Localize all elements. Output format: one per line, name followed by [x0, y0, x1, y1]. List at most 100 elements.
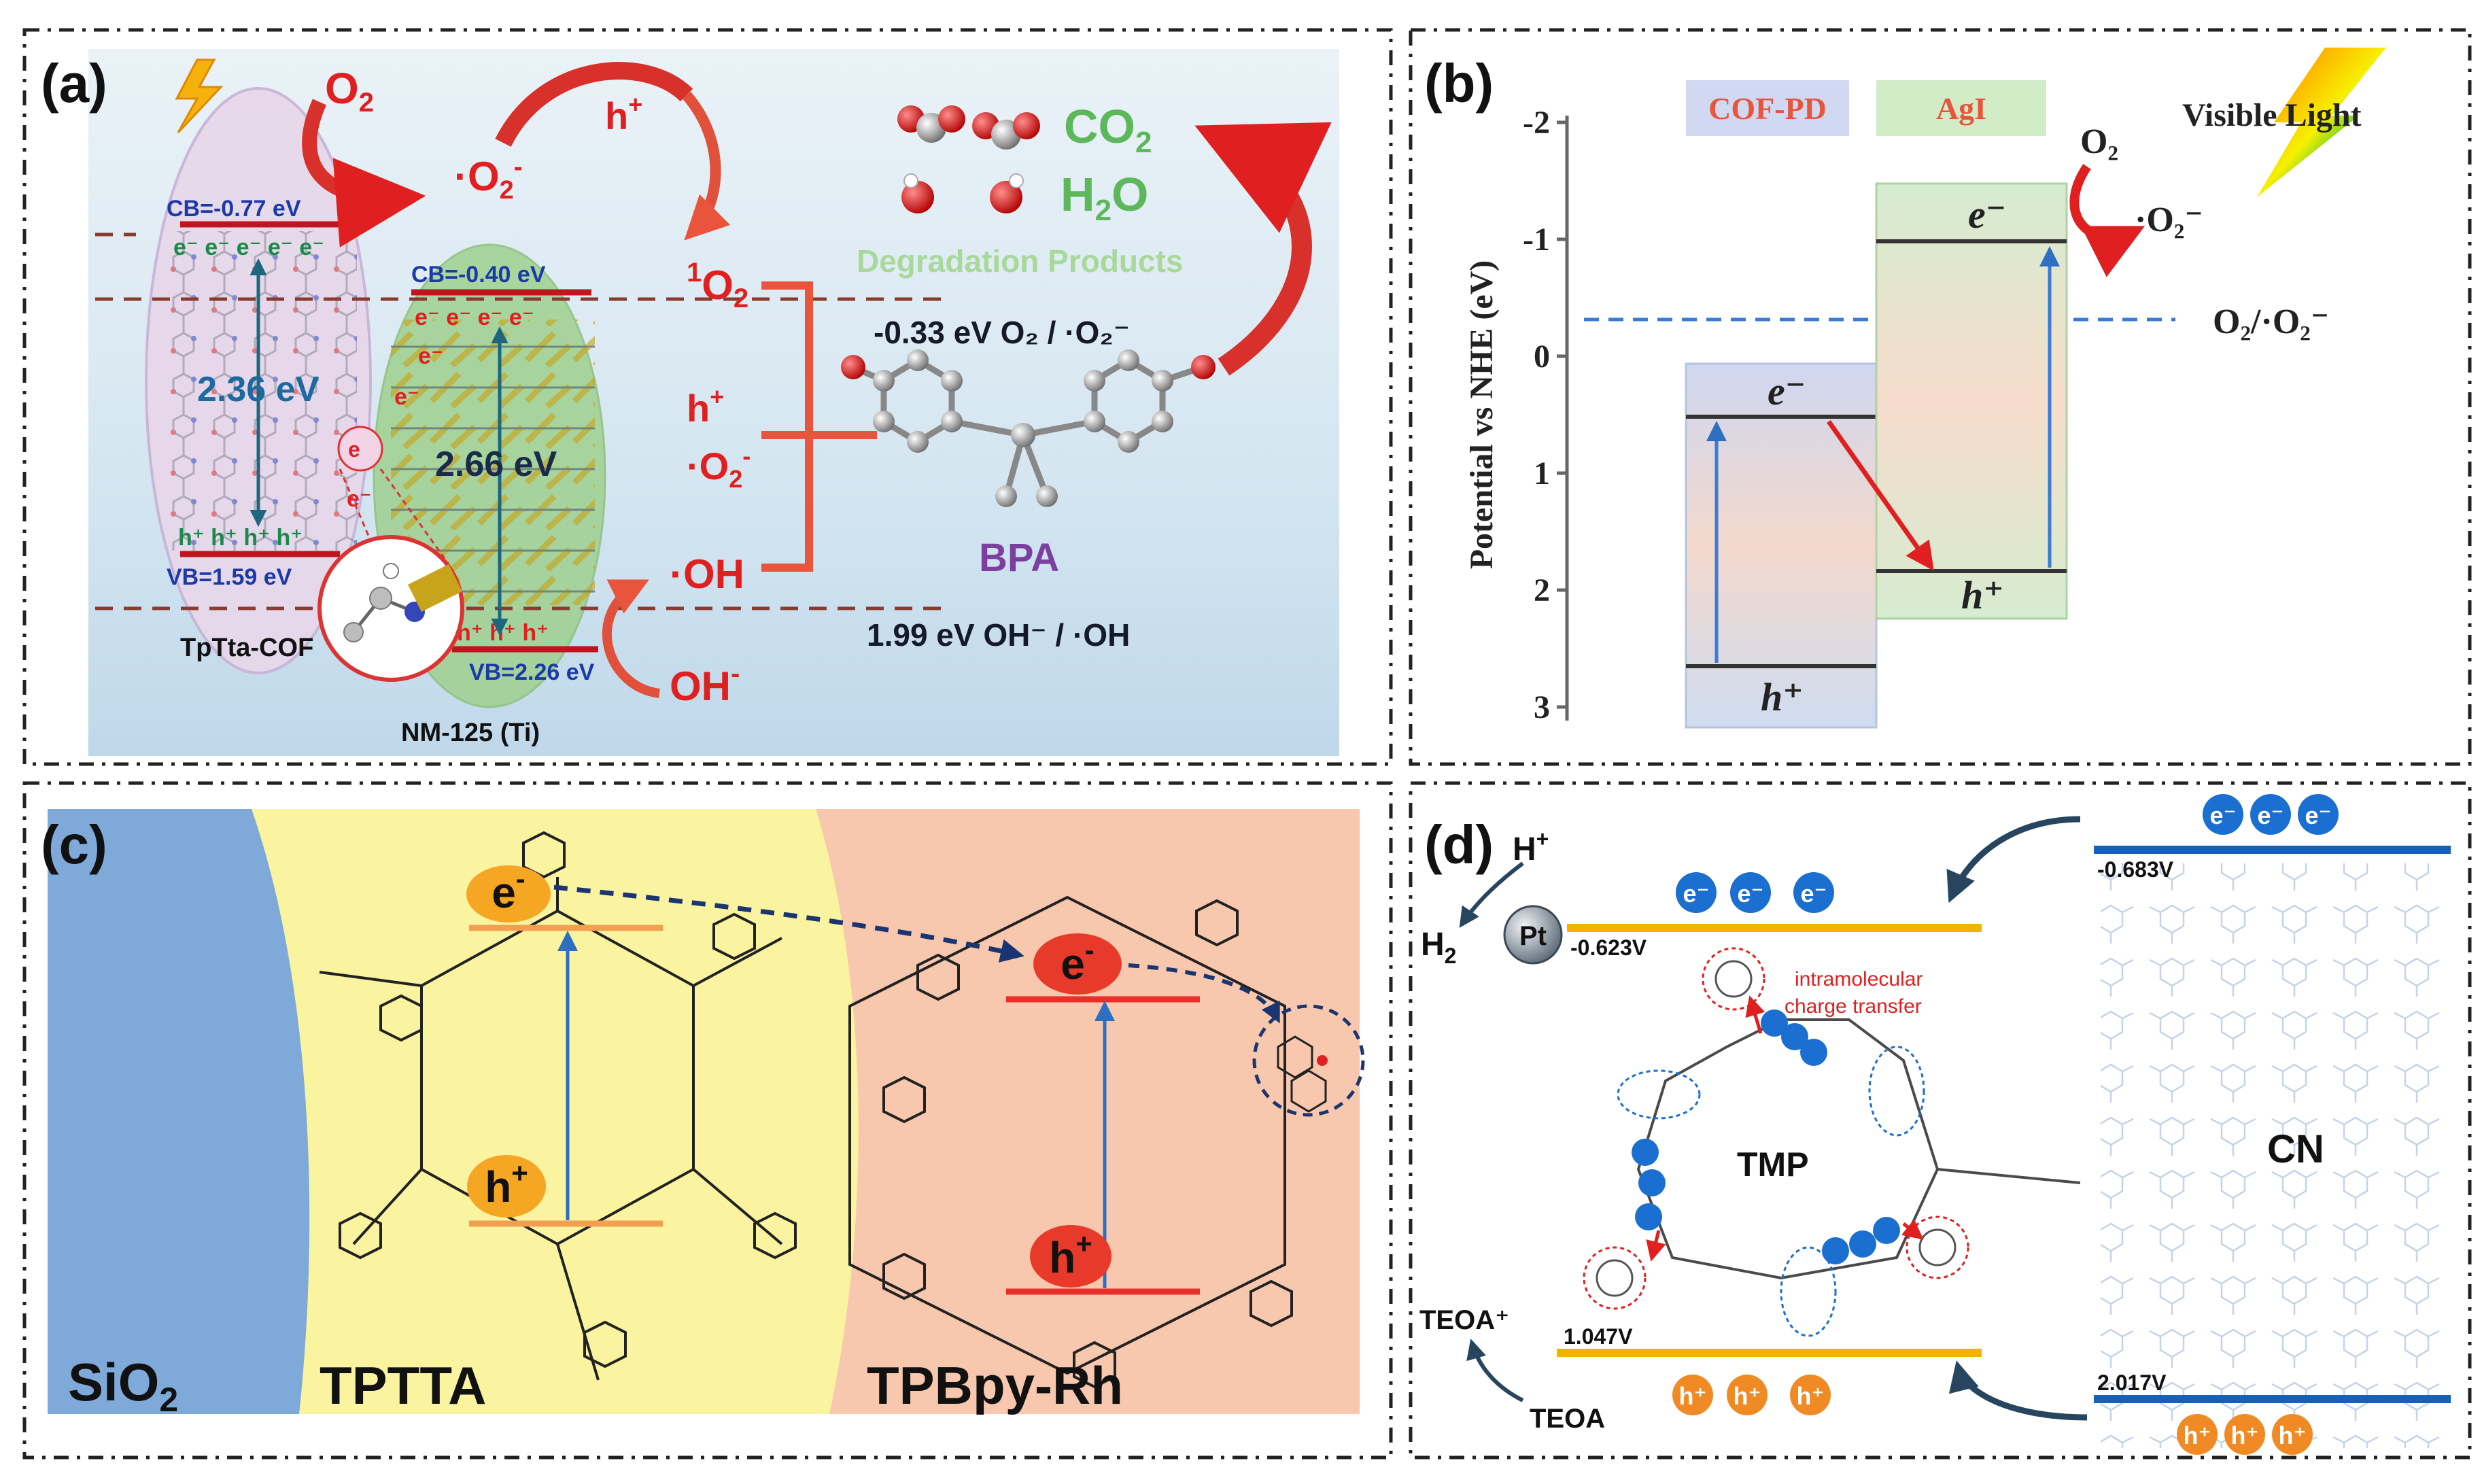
panel-a: (a) CB=-0.77 eV e⁻ e⁻ e⁻ e⁻ e⁻ h⁺ h⁺ h⁺ …: [41, 49, 1339, 756]
svg-text:h⁺ h⁺ h⁺: h⁺ h⁺ h⁺: [457, 620, 549, 646]
svg-text:e: e: [348, 437, 360, 462]
tptta-electron-badge: [466, 865, 551, 922]
sio2-label: SiO2: [68, 1352, 178, 1419]
redox-oh-label: 1.99 eV OH⁻ / ·OH: [867, 617, 1130, 653]
singlet-o2-label: 1O2: [687, 258, 748, 313]
y-tick-0: 0: [1534, 339, 1550, 375]
panel-a-frame: [22, 28, 1393, 766]
panel-b-frame: [1409, 28, 2472, 766]
hole-top-label: h+: [605, 90, 642, 137]
panel-d-frame: [1409, 781, 2472, 1460]
svg-text:h⁺: h⁺: [2279, 1421, 2307, 1449]
svg-text:e⁻: e⁻: [2305, 801, 2331, 829]
oh-minus-label: OH-: [670, 659, 740, 709]
cof-cb-label: CB=-0.77 eV: [167, 196, 301, 222]
redox-o2-label: -0.33 eV O₂ / ·O₂⁻: [874, 315, 1130, 350]
co2-molecule-icons: [897, 105, 1040, 150]
cof-electrons: e⁻ e⁻ e⁻ e⁻ e⁻: [173, 235, 324, 260]
tptta-cof-label: TpTta-COF: [180, 634, 313, 662]
svg-text:h⁺: h⁺: [1797, 1382, 1825, 1410]
nm-cb-label: CB=-0.40 eV: [411, 262, 546, 288]
superoxide-top-label: ·O2-: [454, 153, 522, 205]
tpbpy-framework: [848, 895, 1293, 1389]
panel-d-label: (d): [1424, 814, 1494, 875]
cof-holes: h⁺ h⁺ h⁺ h⁺: [178, 525, 303, 551]
arrow-ohminus-to-oh: [602, 579, 661, 698]
y-axis-label: Potential vs NHE (eV): [1464, 260, 1500, 570]
z-scheme-transfer-arrow: [1827, 419, 1934, 571]
tmp-vb-voltage: 1.047V: [1564, 1324, 1633, 1349]
svg-text:h⁺: h⁺: [2231, 1421, 2259, 1449]
tptta-framework: [319, 831, 797, 1381]
svg-text:h⁺: h⁺: [1679, 1382, 1707, 1410]
nm-vb-label: VB=2.26 eV: [469, 659, 595, 685]
arrow-o2-to-superoxide: [302, 99, 426, 247]
y-tick-m2: -2: [1523, 105, 1550, 141]
tmp-electrons: e⁻ e⁻ e⁻: [1676, 872, 1834, 913]
nm-gap-label: 2.66 eV: [435, 445, 557, 484]
svg-text:e⁻: e⁻: [418, 343, 443, 369]
y-ticks: -2 -1 0 1 2 3: [1523, 105, 1567, 725]
h2o-label: H2O: [1061, 168, 1149, 227]
arrow-hole-to-singlet: [682, 91, 731, 241]
pt-label: Pt: [1519, 921, 1547, 951]
o2-radical-label: ·O2-: [687, 442, 751, 493]
panel-d: (d) CN -0.683V 2.017V e⁻ e⁻ e⁻ h⁺ h⁺ h⁺ …: [1419, 794, 2454, 1455]
bpa-atoms: [841, 349, 1216, 507]
h-plus-label: h+: [687, 383, 724, 430]
panel-c: (c) e- h+: [41, 809, 1365, 1419]
svg-text:e-: e-: [1061, 934, 1095, 988]
cn-holes: h⁺ h⁺ h⁺: [2177, 1414, 2313, 1455]
cn-vb-voltage: 2.017V: [2097, 1370, 2167, 1395]
h2o-molecule-icons: [901, 173, 1024, 213]
svg-text:e⁻: e⁻: [1800, 880, 1827, 908]
cn-to-tmp-electron-arrow: [1946, 816, 2081, 903]
o2-reduction-arrow: [2069, 164, 2145, 277]
tpbpy-hole-badge: [1030, 1225, 1111, 1288]
panel-b-label: (b): [1424, 53, 1494, 114]
svg-text:e⁻: e⁻: [2257, 801, 2283, 829]
svg-text:e⁻: e⁻: [1737, 880, 1763, 908]
rh-site-circle: [1252, 1004, 1365, 1117]
cn-label: CN: [2267, 1127, 2324, 1171]
magnified-linkage-circle: [317, 535, 464, 682]
panel-b: (b) -2 -1 0 1 2 3 Potential vs NHE (eV) …: [1424, 48, 2386, 729]
oh-radical-label: ·OH: [670, 551, 744, 597]
legend-agi-label: AgI: [1936, 91, 1986, 126]
tmp-cb-voltage: -0.623V: [1570, 935, 1647, 960]
intramolecular-label-2: charge transfer: [1785, 995, 1922, 1018]
tptta-hole-badge: [467, 1155, 546, 1218]
svg-text:e⁻ e⁻ e⁻ e⁻ e⁻: e⁻ e⁻ e⁻ e⁻ e⁻: [173, 235, 324, 260]
svg-text:e-: e-: [492, 863, 525, 917]
teoa-label: TEOA: [1530, 1404, 1605, 1434]
h2-d: H2: [1421, 927, 1456, 968]
panel-frames: [22, 28, 2472, 1460]
svg-text:e⁻: e⁻: [347, 486, 372, 512]
y-tick-1: 1: [1534, 455, 1550, 491]
agi-band-box: [1875, 182, 2068, 620]
h-plus-d: H+: [1513, 827, 1549, 867]
svg-text:h⁺: h⁺: [2184, 1421, 2211, 1449]
legend-agi-box: [1876, 80, 2046, 136]
visible-light-label: Visible Light: [2182, 97, 2362, 133]
svg-text:e⁻: e⁻: [394, 384, 419, 410]
y-tick-3: 3: [1534, 689, 1550, 725]
panel-c-label: (c): [41, 814, 107, 875]
h-reduction-arrow: [1459, 861, 1524, 928]
legend-cof-box: [1686, 80, 1849, 136]
svg-text:e⁻ e⁻ e⁻ e⁻: e⁻ e⁻ e⁻ e⁻: [415, 305, 534, 330]
legend-cof-label: COF-PD: [1708, 91, 1827, 126]
tmp-to-cn-hole-arrow: [1948, 1360, 2088, 1421]
tmp-units: [1583, 947, 1969, 1337]
teoa-oxidation-arrow: [1466, 1339, 1524, 1402]
tpbpy-electron-badge: [1033, 933, 1122, 995]
svg-text:h⁺ h⁺ h⁺ h⁺: h⁺ h⁺ h⁺ h⁺: [178, 525, 303, 551]
cn-cb-voltage: -0.683V: [2097, 857, 2174, 882]
degradation-products-label: Degradation Products: [857, 243, 1184, 279]
electron-transfer-arrow-rh: [1128, 963, 1280, 1024]
tptta-label: TPTTA: [320, 1356, 487, 1415]
nm-electrons: e⁻ e⁻ e⁻ e⁻ e⁻ e⁻ e⁻: [347, 305, 534, 512]
svg-text:h+: h+: [1049, 1228, 1092, 1282]
pt-sphere: [1503, 905, 1563, 965]
